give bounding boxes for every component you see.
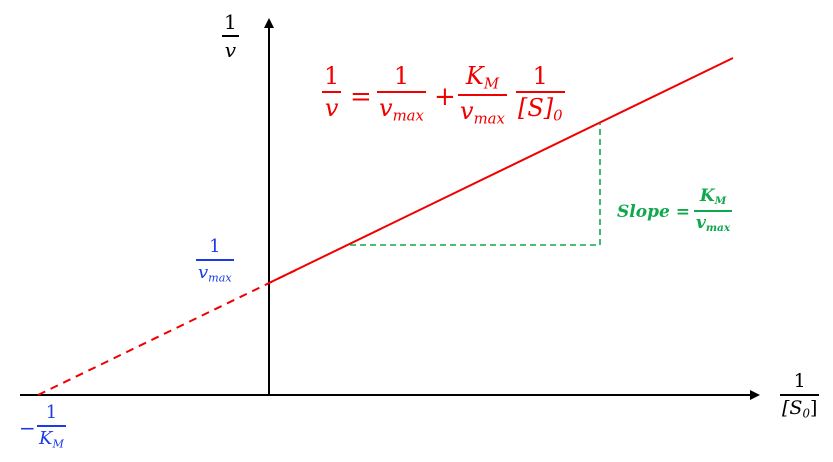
y-axis-label: 1 v (222, 12, 239, 60)
y-int-num: 1 (209, 236, 221, 257)
fraction-bar (516, 91, 565, 93)
x-int-den: KM (37, 430, 66, 450)
eq-t3-den-sub: 0 (553, 106, 563, 125)
fraction-bar (458, 94, 507, 97)
eq-lhs-den: v (324, 94, 339, 122)
x-label-den-main: [S (782, 397, 803, 419)
y-int-den: vmax (196, 264, 234, 284)
eq-t3-den: [S]0 (516, 96, 565, 123)
eq-t1-num: 1 (393, 62, 410, 90)
eq-t2-num: KM (464, 64, 501, 91)
extrapolated-line-dashed (37, 269, 297, 396)
eq-t2-num-sub: M (483, 74, 500, 93)
y-int-den-v: v (198, 262, 209, 283)
eq-term1: 1 vmax (377, 64, 426, 123)
x-label-den-sub: 0 (802, 406, 810, 421)
slope-den-sub: max (705, 221, 731, 234)
y-label-num: 1 (224, 10, 237, 34)
y-label-den: v (224, 38, 237, 62)
fraction-bar (37, 425, 66, 427)
eq-t1-den-sub: max (392, 106, 424, 125)
slope-num-sub: M (714, 195, 727, 208)
eq-t1-den: vmax (377, 96, 426, 123)
slope-den: vmax (694, 212, 732, 234)
x-axis-label: 1 [S0] (780, 370, 820, 420)
eq-t3-den-s: [S] (518, 94, 554, 122)
slope-text: Slope = (617, 202, 690, 222)
slope-den-v: v (696, 212, 706, 233)
slope-num: KM (698, 188, 728, 207)
slope-triangle (350, 123, 601, 246)
eq-t2-den: vmax (458, 99, 507, 126)
fraction-bar (694, 209, 733, 212)
fraction-bar (322, 91, 342, 93)
y-int-den-sub: max (208, 271, 232, 285)
fraction-bar (780, 394, 820, 396)
eq-t2-num-k: K (465, 62, 484, 90)
eq-t1-den-v: v (379, 94, 393, 122)
eq-term3: 1 [S]0 (516, 64, 565, 123)
x-label-den: [S0] (780, 399, 819, 420)
fraction-bar (196, 259, 234, 261)
eq-t2-den-sub: max (473, 109, 505, 128)
eq-term2: KM vmax (458, 64, 507, 127)
eq-t3-num: 1 (532, 62, 548, 90)
eq-t2-den-v: v (460, 97, 474, 126)
y-intercept-label: 1 vmax (196, 238, 234, 284)
x-int-num: 1 (45, 402, 58, 423)
fraction-bar (377, 91, 426, 93)
eq-plus: + (434, 82, 456, 112)
x-int-den-sub: M (52, 437, 64, 451)
eq-lhs-num: 1 (324, 62, 340, 90)
data-line (268, 57, 734, 284)
slope-num-k: K (699, 186, 715, 206)
eq-lhs: 1 v (322, 62, 342, 122)
eq-equals: = (350, 82, 372, 112)
x-label-den-close: ] (809, 397, 818, 419)
x-label-num: 1 (793, 370, 806, 392)
x-int-den-k: K (39, 428, 53, 449)
fraction-bar (222, 35, 239, 37)
x-int-minus: − (19, 416, 36, 440)
